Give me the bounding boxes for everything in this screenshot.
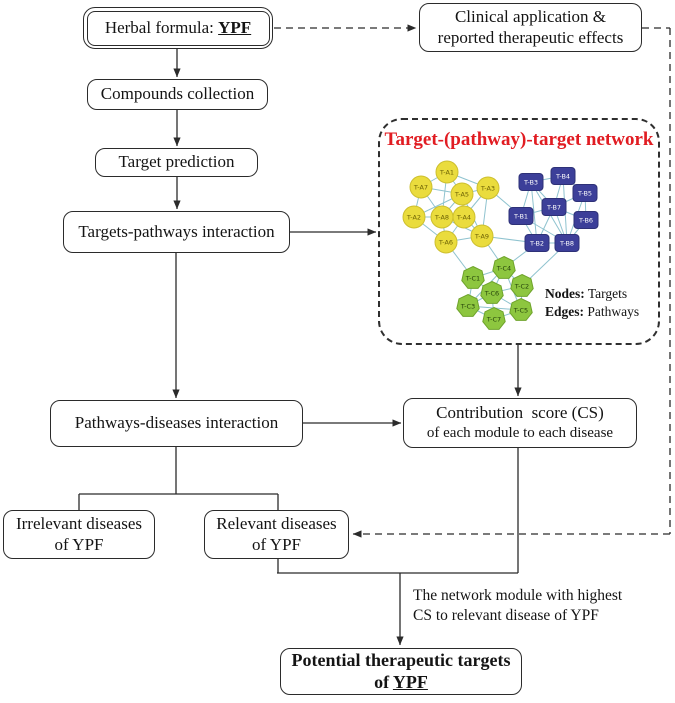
network-node-label-C1: T-C1 [465, 274, 480, 282]
network-node-label-C6: T-C6 [484, 289, 499, 297]
clinical-application-box: Clinical application & reported therapeu… [419, 3, 642, 52]
legend-edges: Edges: Pathways [545, 303, 640, 319]
highest-cs-note: The network module with highest CS to re… [413, 587, 623, 624]
network-legend: Nodes: Targets Edges: Pathways [545, 285, 639, 320]
network-node-A1 [435, 160, 459, 184]
network-node-A7 [409, 175, 433, 199]
network-node-C2 [510, 273, 534, 297]
network-node-label-B6: T-B6 [578, 216, 593, 224]
network-node-label-A2: T-A2 [406, 213, 421, 221]
network-node-label-A7: T-A7 [413, 183, 428, 191]
target-prediction-box: Target prediction [95, 148, 258, 177]
network-node-label-B8: T-B8 [559, 239, 574, 247]
network-node-A2 [402, 205, 426, 229]
network-node-label-C3: T-C3 [460, 302, 475, 310]
network-node-B5 [572, 184, 598, 202]
network-node-B4 [550, 167, 576, 185]
irrelevant-diseases-box: Irrelevant diseases of YPF [3, 510, 155, 559]
network-node-C5 [509, 297, 533, 321]
targets-pathways-box: Targets-pathways interaction [63, 211, 290, 253]
potential-targets-box: Potential therapeutic targets of YPF [280, 648, 522, 695]
pathways-diseases-box: Pathways-diseases interaction [50, 400, 303, 447]
network-node-label-B1: T-B1 [513, 212, 528, 220]
network-node-label-C2: T-C2 [514, 282, 529, 290]
network-node-B7 [541, 198, 567, 216]
network-node-label-A4: T-A4 [456, 213, 471, 221]
network-node-label-A6: T-A6 [438, 238, 453, 246]
network-node-label-C7: T-C7 [486, 315, 501, 323]
network-node-label-C4: T-C4 [496, 264, 511, 272]
network-nodes: T-A1T-A7T-A5 T-A3T-A2 T-A8 T-A4T-A6 T-A9 T-B3… [402, 160, 599, 330]
network-node-B1 [508, 207, 534, 225]
network-node-label-B3: T-B3 [523, 178, 538, 186]
network-node-B6 [573, 211, 599, 229]
network-node-A6 [434, 230, 458, 254]
network-panel: Target-(pathway)-target network Nodes: T… [378, 118, 660, 345]
network-node-B3 [518, 173, 544, 191]
network-node-C7 [482, 306, 506, 330]
network-node-A9 [470, 224, 494, 248]
herbal-formula-box: Herbal formula: YPF [83, 7, 273, 49]
network-node-label-A5: T-A5 [454, 190, 469, 198]
network-node-label-C5: T-C5 [513, 306, 528, 314]
network-node-label-A1: T-A1 [439, 168, 454, 176]
network-node-B2 [524, 234, 550, 252]
network-node-label-B5: T-B5 [577, 189, 592, 197]
herbal-formula-label: Herbal formula: YPF [86, 10, 270, 46]
network-node-C1 [461, 265, 485, 289]
contribution-score-box: Contribution score (CS) of each module t… [403, 398, 637, 448]
compounds-collection-box: Compounds collection [87, 79, 268, 110]
network-node-C4 [492, 255, 516, 279]
legend-nodes: Nodes: Targets [545, 286, 628, 301]
network-node-A3 [476, 176, 500, 200]
network-node-C3 [456, 293, 480, 317]
network-node-B8 [554, 234, 580, 252]
relevant-diseases-box: Relevant diseases of YPF [204, 510, 349, 559]
network-node-label-B2: T-B2 [529, 239, 544, 247]
network-node-label-B4: T-B4 [555, 172, 570, 180]
network-node-label-B7: T-B7 [546, 203, 561, 211]
network-title: Target-(pathway)-target network [384, 129, 654, 150]
network-node-A5 [450, 182, 474, 206]
network-node-A4 [452, 205, 476, 229]
network-node-C6 [480, 280, 504, 304]
network-node-label-A9: T-A9 [474, 232, 489, 240]
network-node-label-A3: T-A3 [480, 184, 495, 192]
network-node-label-A8: T-A8 [434, 213, 449, 221]
